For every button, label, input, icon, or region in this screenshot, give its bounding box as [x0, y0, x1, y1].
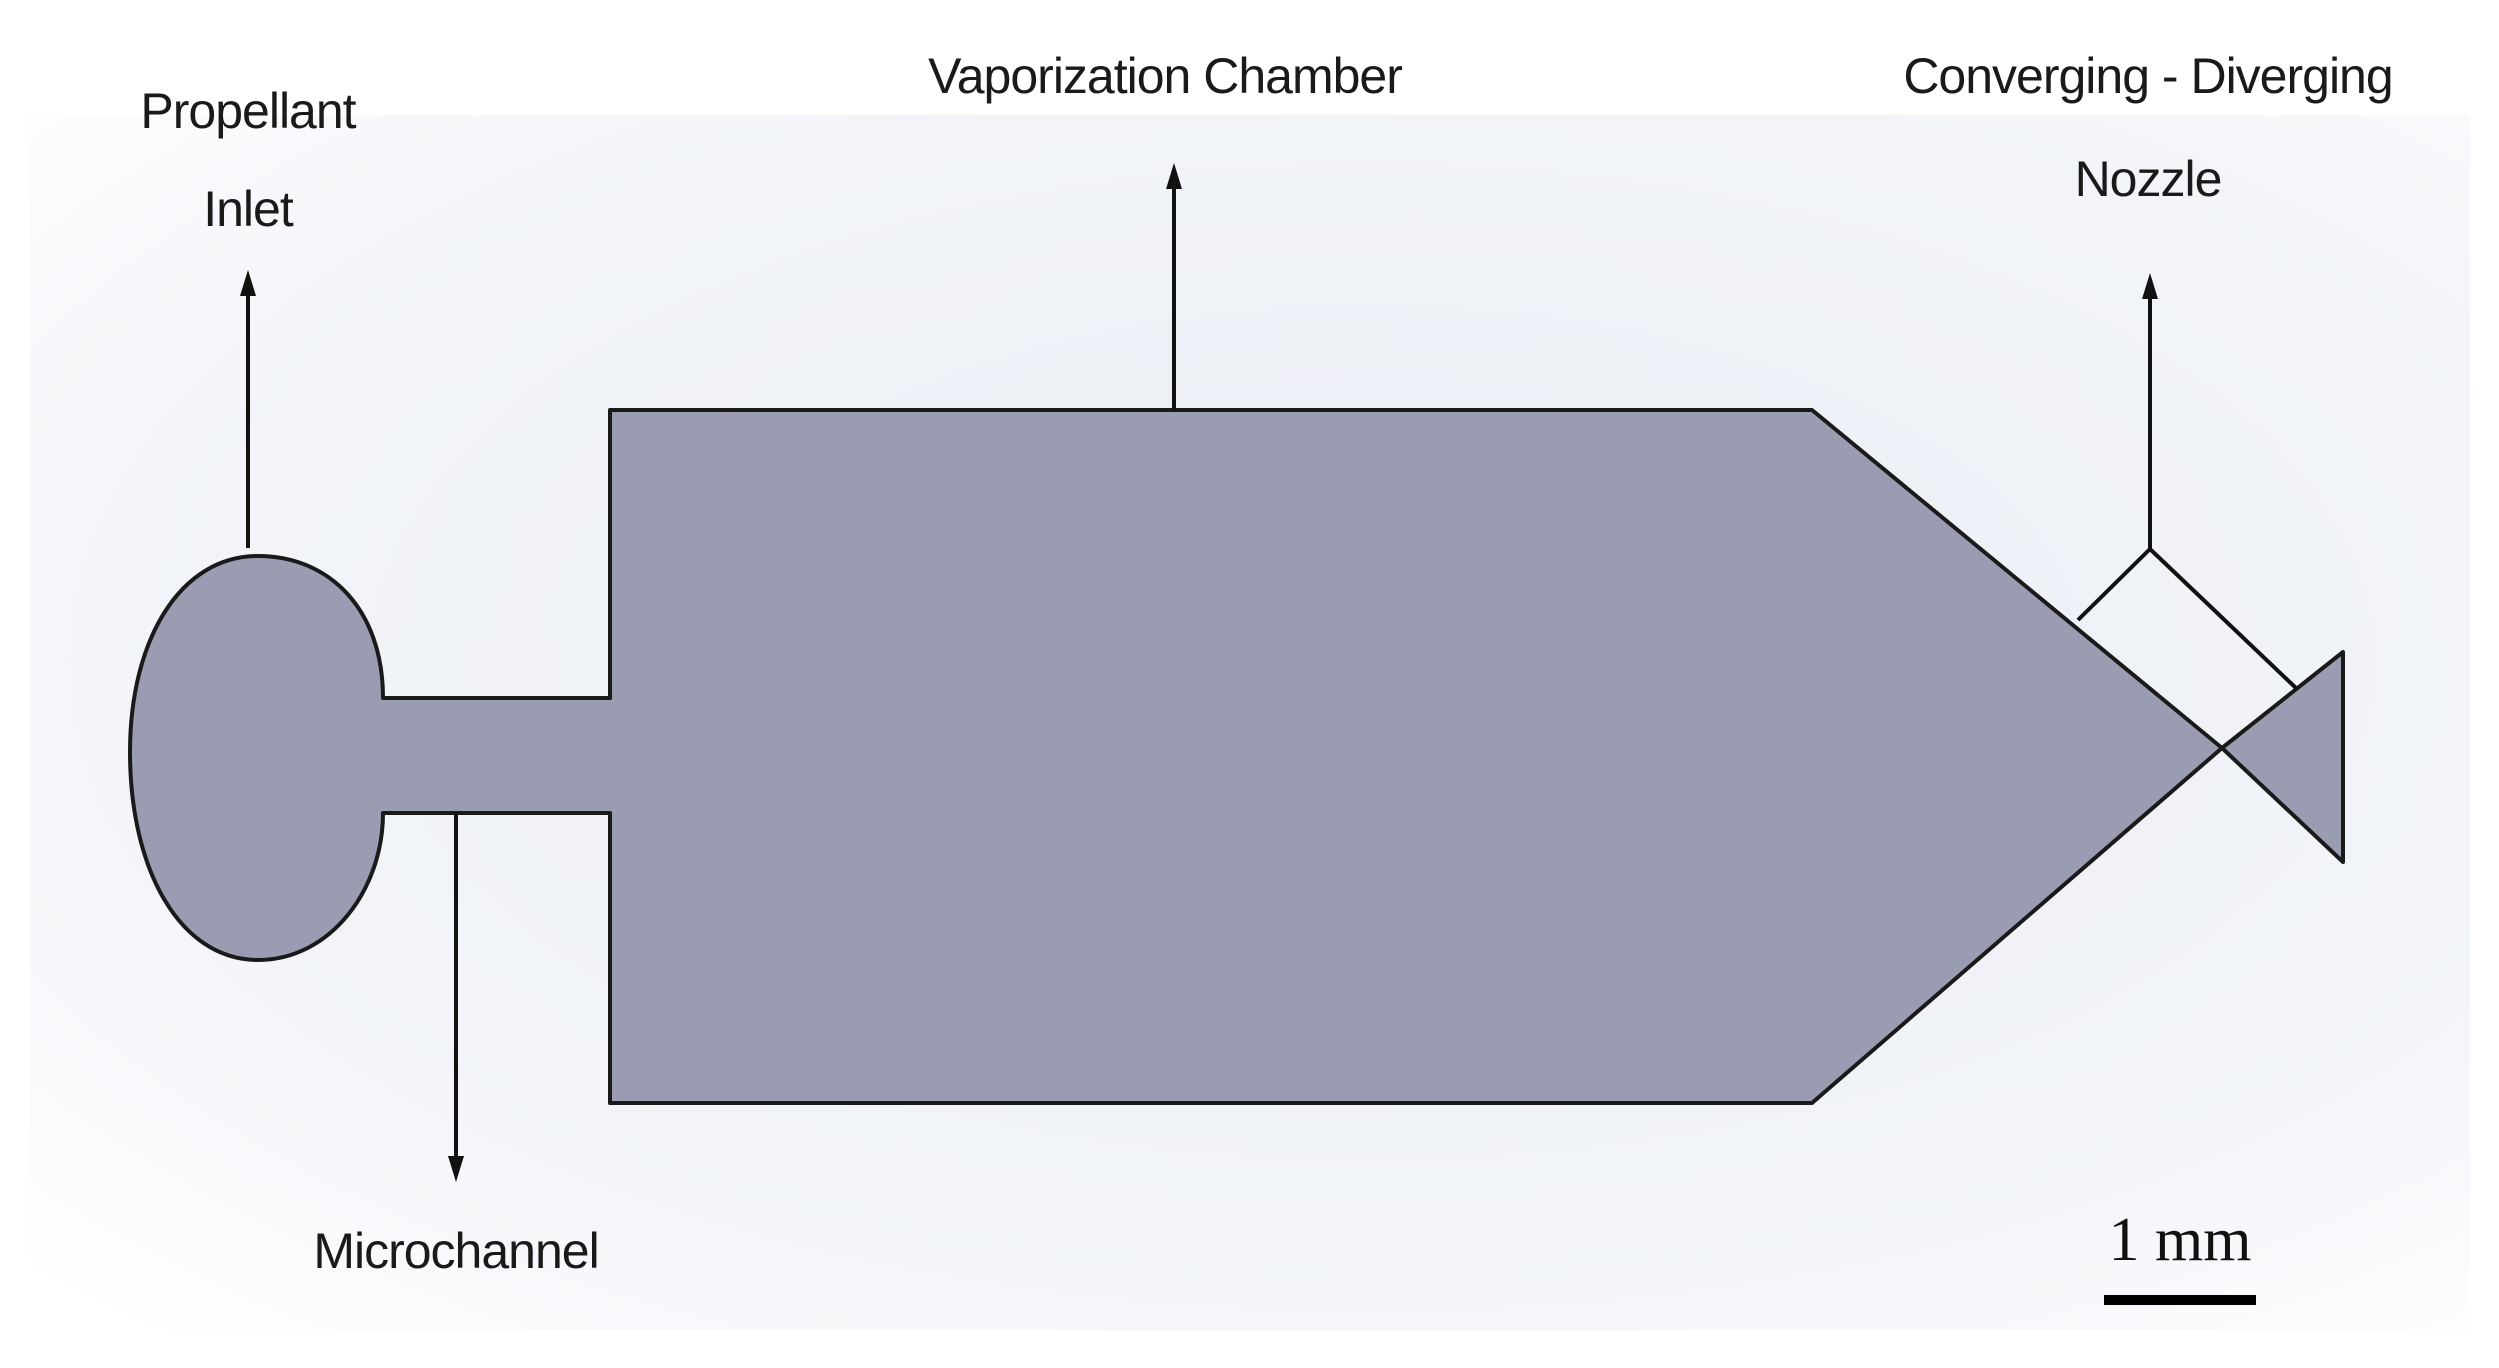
microchannel-label: Microchannel [313, 1223, 598, 1279]
microchannel-shape [380, 698, 612, 813]
propellant-inlet-label-line1: Propellant [140, 83, 356, 139]
leader-lines [240, 163, 2158, 1182]
scale-bar-label: 1 mm [2109, 1206, 2252, 1274]
nozzle-label-line1: Converging - Diverging [1903, 48, 2392, 104]
propellant-inlet-reservoir [128, 554, 385, 962]
nozzle-label-line2: Nozzle [2075, 151, 2222, 207]
microchannel-arrowhead [448, 1156, 464, 1182]
diverging-nozzle-shape [2220, 650, 2345, 864]
propellant-inlet-label-line2: Inlet [203, 181, 294, 237]
nozzle-arrowhead [2142, 273, 2158, 299]
scale-bar: 1 mm [2104, 1206, 2256, 1305]
vaporization-chamber-label: Vaporization Chamber [928, 48, 1402, 104]
propellant-inlet-arrowhead [240, 270, 256, 296]
thruster-body [128, 408, 2345, 1105]
vaporization-chamber-arrowhead [1166, 163, 1182, 189]
